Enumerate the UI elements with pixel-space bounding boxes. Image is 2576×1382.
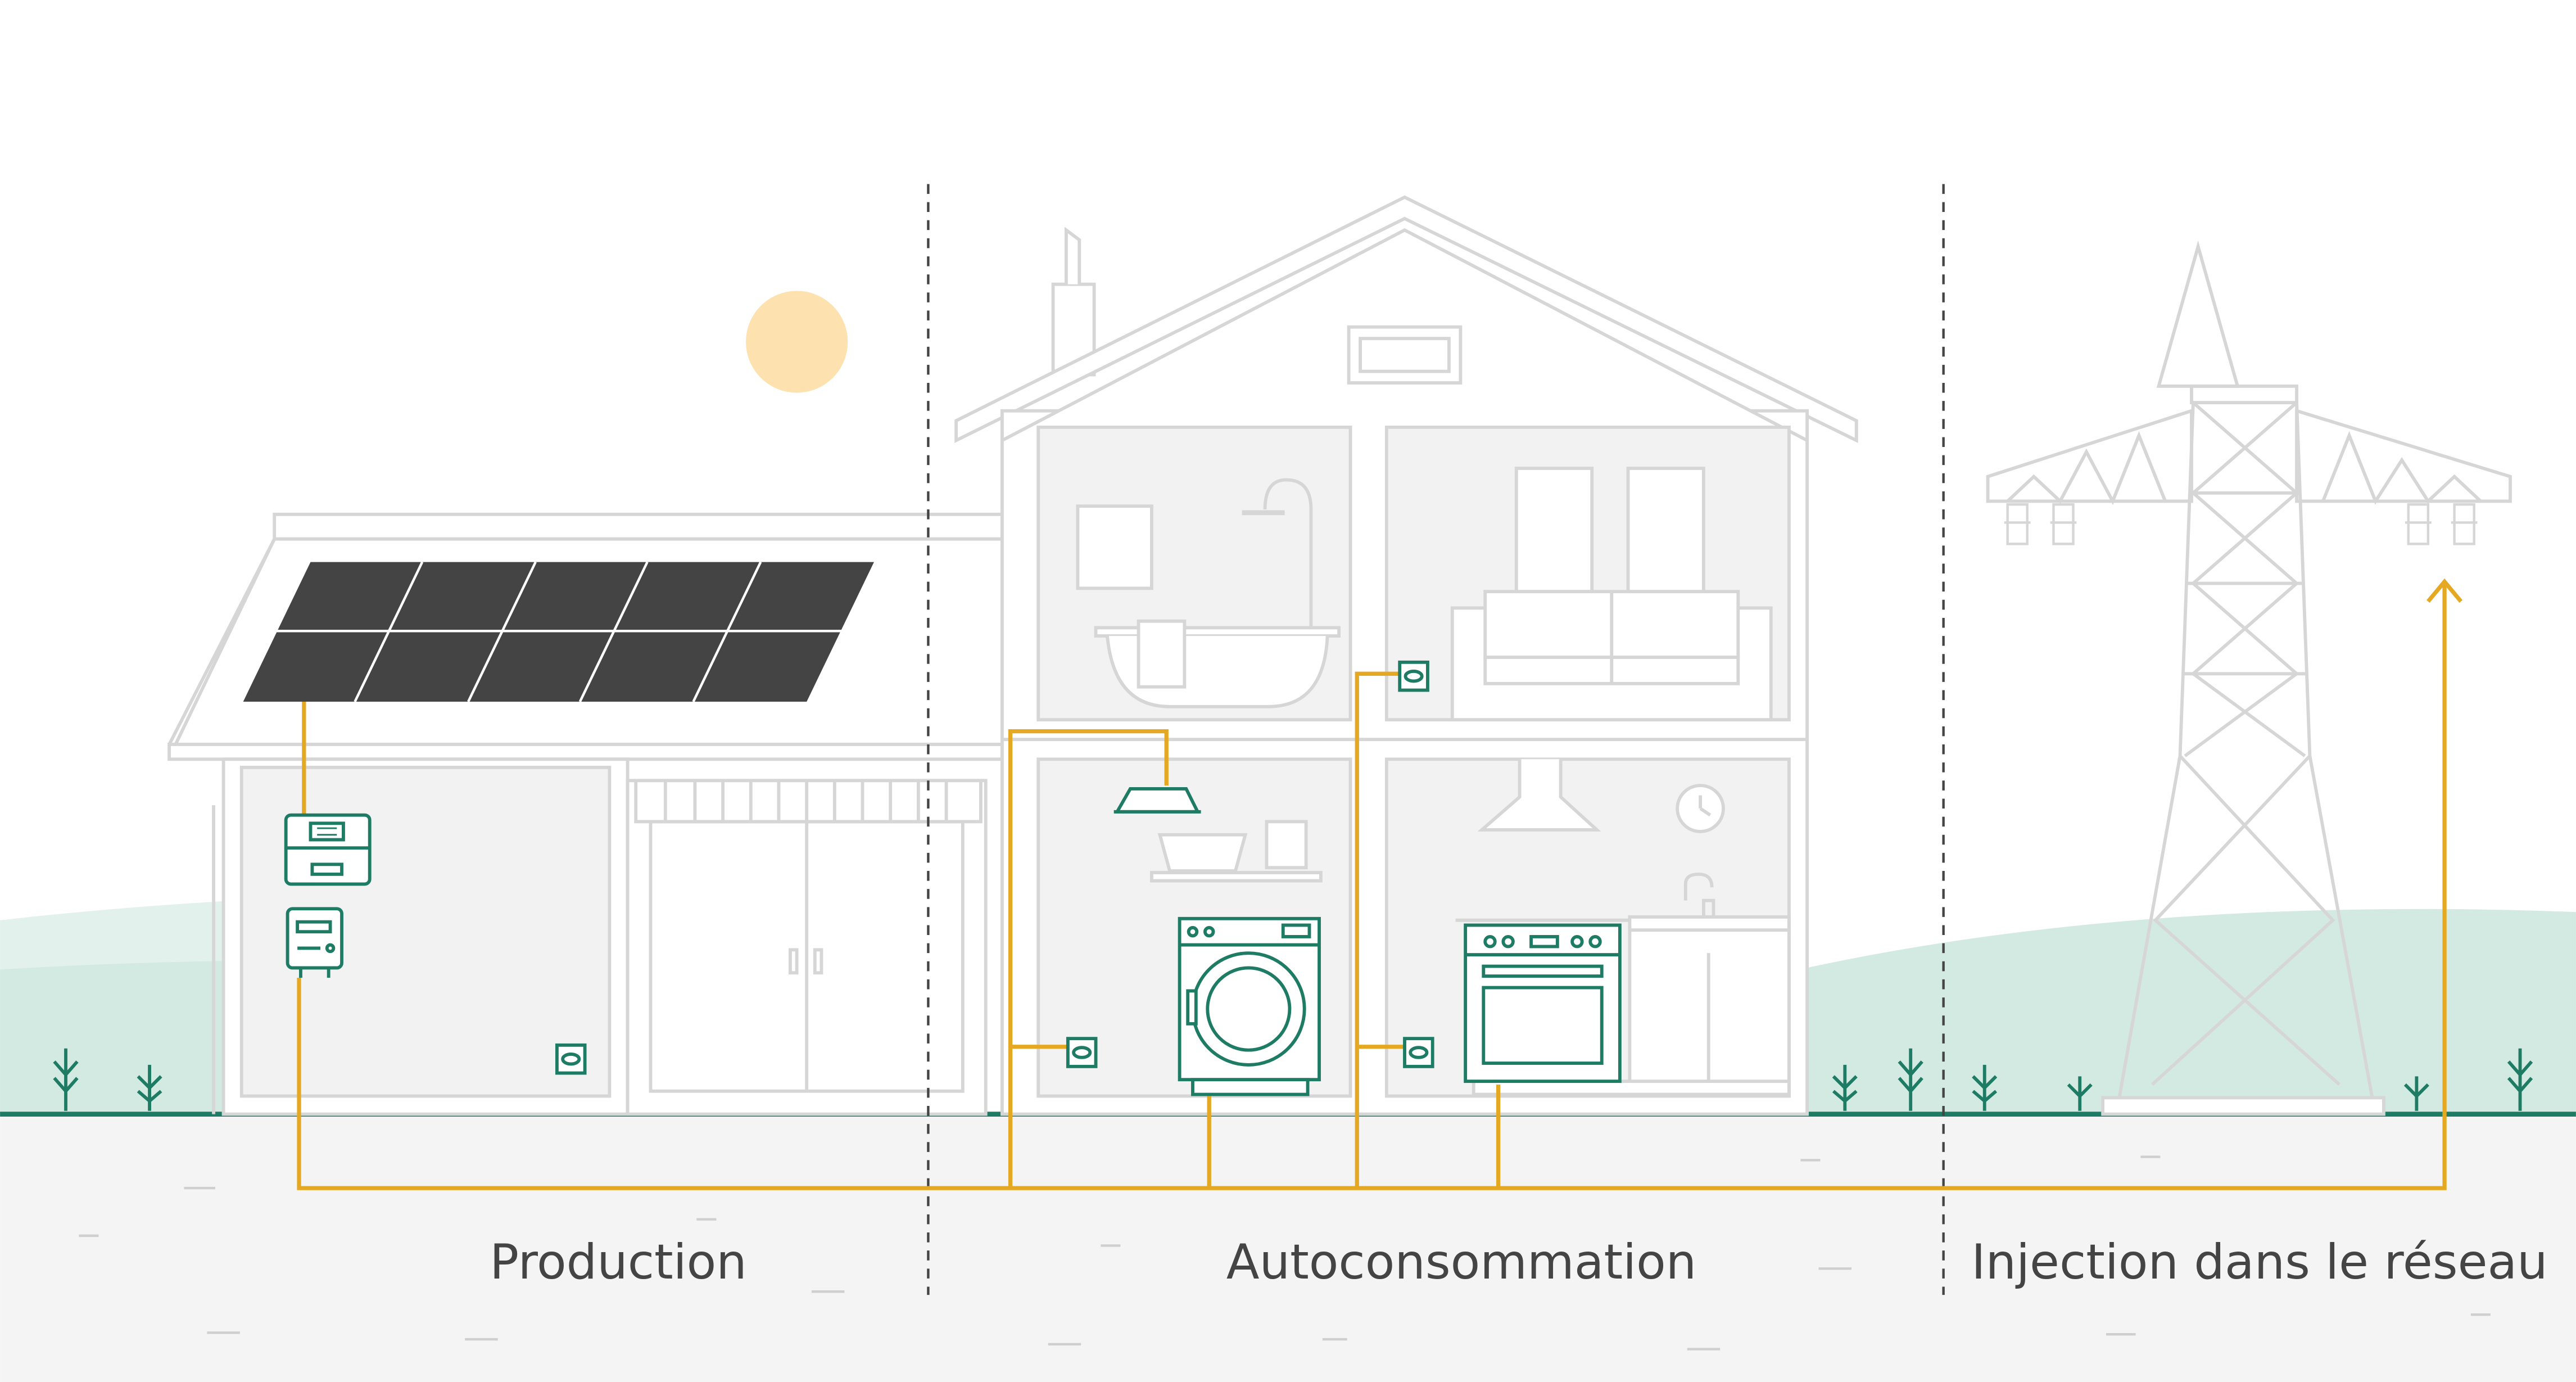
oven-icon xyxy=(1464,923,1622,1083)
label-production: Production xyxy=(490,1234,747,1290)
inverter-icon xyxy=(284,813,372,886)
label-autoconsommation: Autoconsommation xyxy=(1226,1234,1697,1290)
ground xyxy=(0,1114,2576,1382)
ground-dashes xyxy=(79,1155,2491,1351)
section-dividers xyxy=(927,184,1945,1295)
label-injection: Injection dans le réseau xyxy=(1971,1234,2548,1290)
pylon-icon xyxy=(1986,240,2512,1116)
washing-machine-icon xyxy=(1178,916,1321,1096)
plant-icon xyxy=(53,1048,2533,1111)
solar-panel-icon xyxy=(243,561,874,702)
meter-icon xyxy=(286,907,343,978)
energy-wires xyxy=(297,578,2463,1190)
outlet-icon xyxy=(1398,660,1429,692)
outlet-icon xyxy=(1403,1037,1434,1068)
lamp-icon xyxy=(1113,787,1201,814)
house xyxy=(954,195,1858,1116)
sun-icon xyxy=(746,291,848,393)
outlet-icon xyxy=(555,1043,587,1075)
outlet-icon xyxy=(1066,1037,1098,1068)
